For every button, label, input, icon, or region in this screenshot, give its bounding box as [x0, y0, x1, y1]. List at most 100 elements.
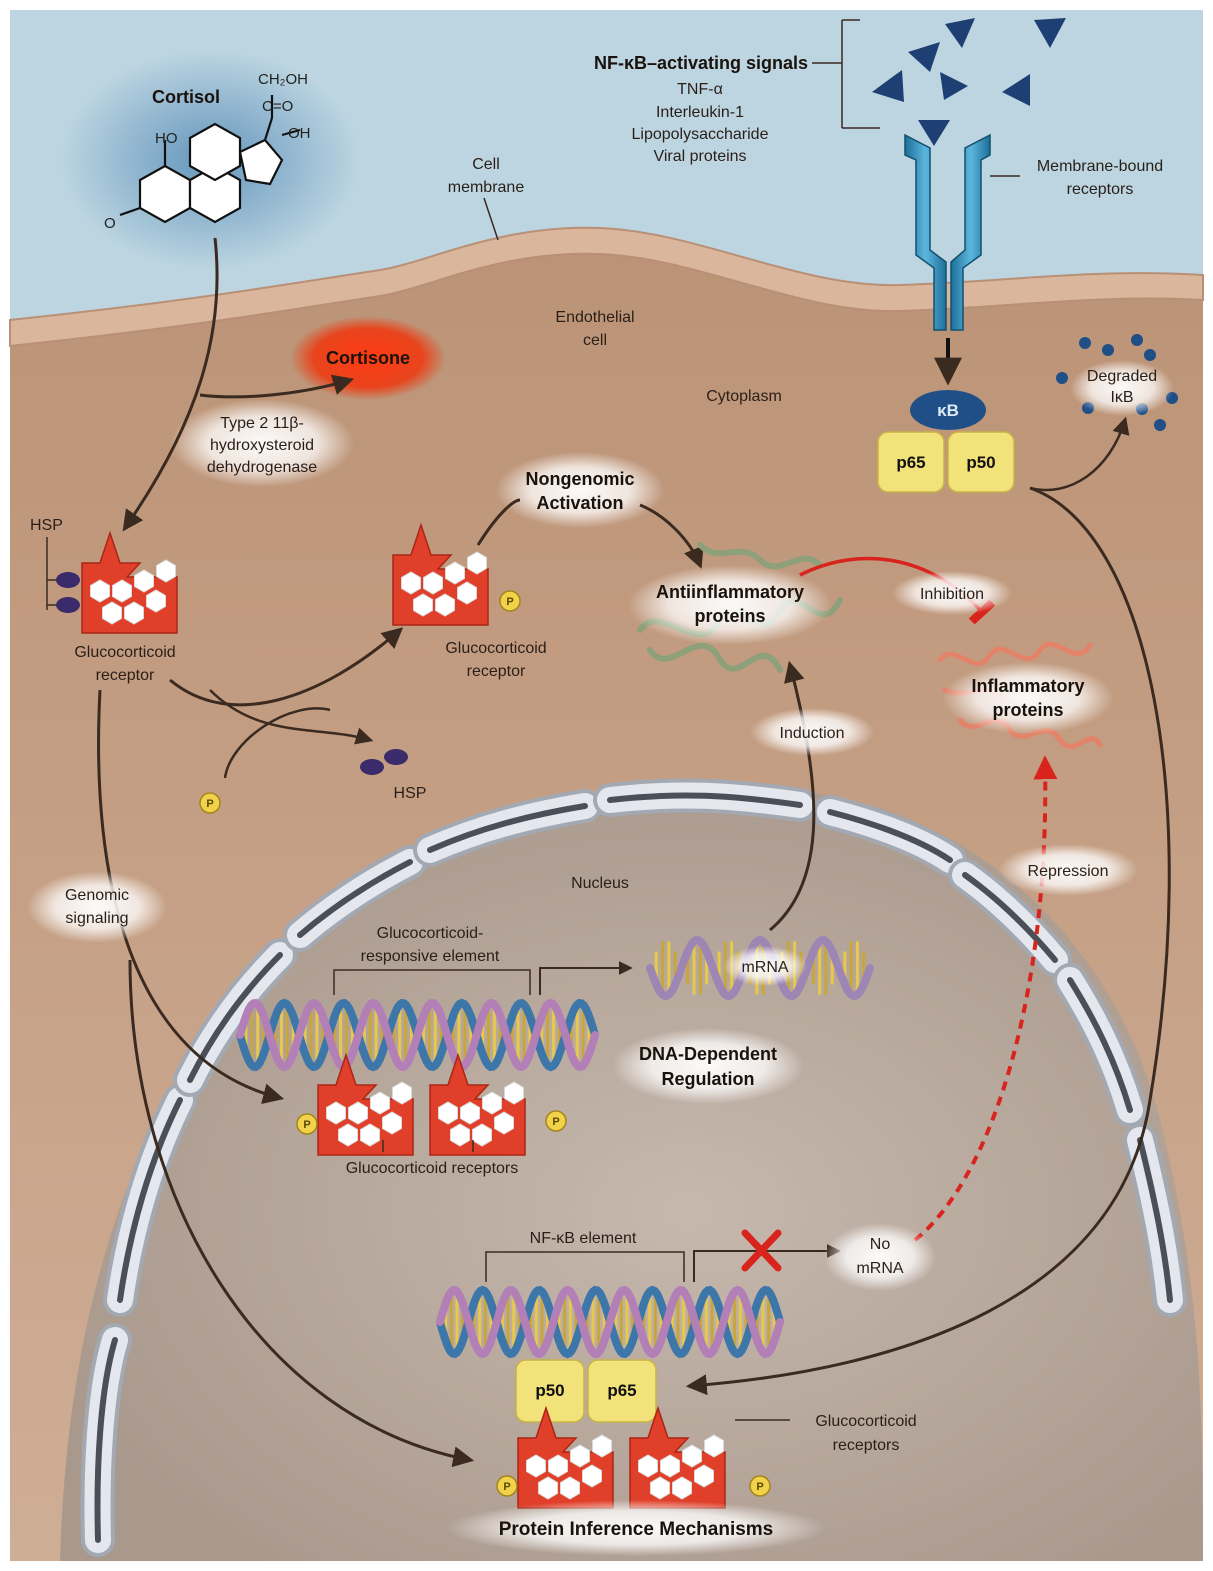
nfkb-signal-viral: Viral proteins — [653, 148, 746, 165]
dna-dependent-label-1: DNA-Dependent — [639, 1044, 777, 1064]
protein-mechanisms-label: Protein Inference Mechanisms — [499, 1519, 774, 1540]
induction-label: Induction — [780, 725, 845, 742]
ho-label: HO — [155, 130, 178, 147]
steroid-ring — [461, 1102, 480, 1124]
steroid-ring — [705, 1435, 724, 1457]
steroid-ring — [414, 594, 433, 616]
steroid-ring — [571, 1445, 590, 1467]
steroid-ring — [436, 594, 455, 616]
gr-mid-label-2: receptor — [467, 663, 526, 680]
phosphate-gre-left-label: P — [303, 1119, 310, 1131]
p65-cyto-label: p65 — [896, 453, 925, 472]
no-mrna-label-2: mRNA — [856, 1260, 903, 1277]
steroid-ring — [135, 570, 154, 592]
phosphate-gre-right-label: P — [552, 1116, 559, 1128]
steroid-ring — [561, 1477, 580, 1499]
nfkb-signal-tnf: TNF-α — [677, 81, 723, 98]
hsp-free-label: HSP — [394, 785, 427, 802]
steroid-ring — [361, 1124, 380, 1146]
dna-dependent-label-2: Regulation — [662, 1069, 755, 1089]
degraded-ikb-label-1: Degraded — [1087, 368, 1157, 385]
steroid-ring — [661, 1455, 680, 1477]
steroid-ring — [583, 1465, 602, 1487]
cortisol-label: Cortisol — [152, 87, 220, 107]
cell-membrane-label-1: Cell — [472, 156, 500, 173]
antiinflammatory-label-1: Antiinflammatory — [656, 582, 804, 602]
c-eq-o-label: C=O — [262, 98, 293, 115]
p50-cyto-label: p50 — [966, 453, 995, 472]
nongenomic-label-1: Nongenomic — [525, 469, 634, 489]
nongenomic-label-2: Activation — [536, 493, 623, 513]
steroid-ring — [695, 1465, 714, 1487]
steroid-ring — [339, 1124, 358, 1146]
gr-left-label-1: Glucocorticoid — [74, 644, 175, 661]
hsp-free-icon-2 — [384, 749, 408, 765]
gre-label-1: Glucocorticoid- — [377, 925, 484, 942]
nfkb-signal-lps: Lipopolysaccharide — [632, 126, 769, 143]
steroid-ring — [402, 572, 421, 594]
endothelial-label-1: Endothelial — [555, 309, 634, 326]
hsp-left-icon-2 — [56, 597, 80, 613]
cell-membrane-label-2: membrane — [448, 179, 525, 196]
nucleus-label: Nucleus — [571, 875, 629, 892]
nfkb-signal-il1: Interleukin-1 — [656, 104, 744, 121]
hsp-free-icon-1 — [360, 759, 384, 775]
kb-label: κB — [937, 401, 959, 420]
steroid-ring — [125, 602, 144, 624]
p50-nuclear-label: p50 — [535, 1381, 564, 1400]
nongenomic-glow — [496, 452, 664, 528]
steroid-ring — [683, 1445, 702, 1467]
mrna-label: mRNA — [741, 959, 788, 976]
enzyme-label-3: dehydrogenase — [207, 459, 317, 476]
degraded-ikb-label-2: IκB — [1110, 389, 1133, 406]
steroid-ring — [473, 1124, 492, 1146]
steroid-ring — [327, 1102, 346, 1124]
oh-label: OH — [288, 125, 311, 142]
p65-nuclear-label: p65 — [607, 1381, 636, 1400]
steroid-ring — [113, 580, 132, 602]
steroid-ring — [673, 1477, 692, 1499]
cortisone-label: Cortisone — [326, 348, 410, 368]
steroid-ring — [147, 590, 166, 612]
phosphate-mid-label: P — [506, 596, 513, 608]
steroid-ring — [483, 1092, 502, 1114]
cytoplasm-label: Cytoplasm — [706, 388, 782, 405]
membrane-receptors-label-2: receptors — [1067, 181, 1134, 198]
steroid-ring — [424, 572, 443, 594]
enzyme-label-2: hydroxysteroid — [210, 437, 314, 454]
steroid-ring — [527, 1455, 546, 1477]
steroid-ring — [549, 1455, 568, 1477]
gr-bottom-label-2: receptors — [833, 1437, 900, 1454]
gre-label-2: responsive element — [361, 948, 500, 965]
no-mrna-glow — [824, 1223, 936, 1291]
gr-mid-label-1: Glucocorticoid — [445, 640, 546, 657]
ch2oh-label: CH₂OH — [258, 71, 308, 88]
dna-dependent-glow — [612, 1028, 804, 1104]
genomic-label-2: signaling — [65, 910, 128, 927]
steroid-ring — [157, 560, 176, 582]
gr-bottom-label-1: Glucocorticoid — [815, 1413, 916, 1430]
steroid-ring — [103, 602, 122, 624]
steroid-ring — [468, 552, 487, 574]
repression-label: Repression — [1028, 863, 1109, 880]
membrane-receptors-label-1: Membrane-bound — [1037, 158, 1163, 175]
genomic-glow — [27, 871, 167, 943]
steroid-ring — [639, 1455, 658, 1477]
steroid-ring — [446, 562, 465, 584]
steroid-ring — [383, 1112, 402, 1134]
steroid-ring — [495, 1112, 514, 1134]
phosphate-free-label: P — [206, 798, 213, 810]
steroid-ring — [458, 582, 477, 604]
steroid-ring — [439, 1102, 458, 1124]
phosphate-bottom-left-label: P — [503, 1481, 510, 1493]
hsp-label-left: HSP — [30, 517, 63, 534]
inhibition-label: Inhibition — [920, 586, 984, 603]
steroid-ring — [371, 1092, 390, 1114]
steroid-ring — [505, 1082, 524, 1104]
gr-plural-label: Glucocorticoid receptors — [346, 1160, 519, 1177]
no-mrna-label-1: No — [870, 1236, 891, 1253]
hsp-left-icon-1 — [56, 572, 80, 588]
gr-left-label-2: receptor — [96, 667, 155, 684]
steroid-ring — [593, 1435, 612, 1457]
inflammatory-glow — [943, 662, 1113, 734]
